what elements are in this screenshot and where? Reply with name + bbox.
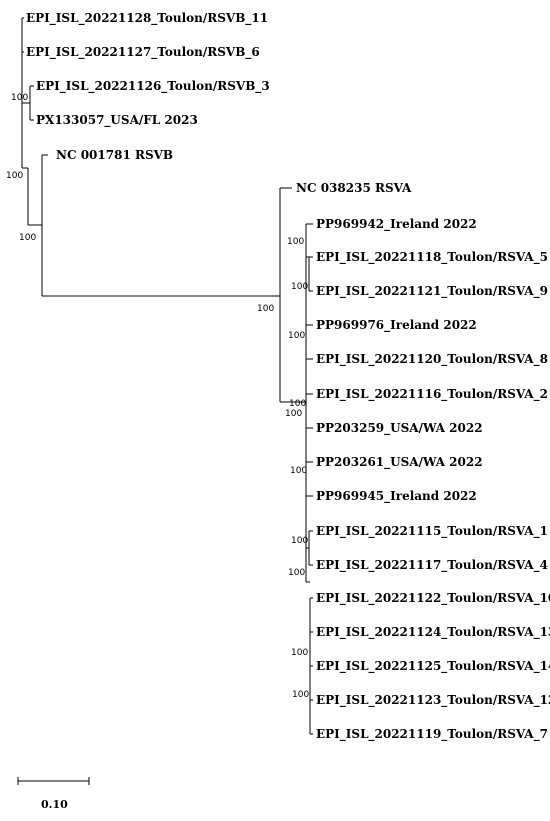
bootstrap-value: 100 xyxy=(288,568,305,578)
scale-bar: 0.10 xyxy=(17,777,90,811)
taxon-label: EPI_ISL_20221121_Toulon/RSVA_9 xyxy=(316,284,548,299)
taxon-label: EPI_ISL_20221128_Toulon/RSVB_11 xyxy=(26,11,268,26)
taxon-label: PP203261_USA/WA 2022 xyxy=(316,455,483,470)
bootstrap-value: 100 xyxy=(11,93,28,103)
taxon-label: PP969942_Ireland 2022 xyxy=(316,217,477,232)
bootstrap-value: 100 xyxy=(6,171,23,181)
taxon-label: EPI_ISL_20221116_Toulon/RSVA_2 xyxy=(316,387,548,402)
tree-branches xyxy=(21,17,313,735)
taxon-label: EPI_ISL_20221127_Toulon/RSVB_6 xyxy=(26,45,260,60)
scale-bar-label: 0.10 xyxy=(41,798,68,811)
taxon-label: EPI_ISL_20221117_Toulon/RSVA_4 xyxy=(316,558,548,573)
taxon-label: PP203259_USA/WA 2022 xyxy=(316,421,483,436)
taxon-label: PP969945_Ireland 2022 xyxy=(316,489,477,504)
taxon-label: EPI_ISL_20221119_Toulon/RSVA_7 xyxy=(316,727,548,742)
taxon-label: PX133057_USA/FL 2023 xyxy=(36,113,198,128)
bootstrap-value: 100 xyxy=(287,237,304,247)
taxon-label: PP969976_Ireland 2022 xyxy=(316,318,477,333)
bootstrap-value: 100 xyxy=(288,331,305,341)
bootstrap-value: 100 xyxy=(19,233,36,243)
taxon-label: NC 038235 RSVA xyxy=(296,181,412,195)
taxon-label: EPI_ISL_20221120_Toulon/RSVA_8 xyxy=(316,352,548,367)
bootstrap-value: 100 xyxy=(289,399,306,409)
bootstrap-value: 100 xyxy=(291,536,308,546)
bootstrap-value: 100 xyxy=(290,466,307,476)
taxon-label: EPI_ISL_20221118_Toulon/RSVA_5 xyxy=(316,250,548,265)
bootstrap-value: 100 xyxy=(291,282,308,292)
bootstrap-value: 100 xyxy=(292,690,309,700)
taxon-label: EPI_ISL_20221115_Toulon/RSVA_1 xyxy=(316,524,548,539)
bootstrap-value: 100 xyxy=(291,648,308,658)
taxon-label: EPI_ISL_20221122_Toulon/RSVA_10 xyxy=(316,591,550,606)
taxon-label: EPI_ISL_20221123_Toulon/RSVA_12 xyxy=(316,693,550,708)
bootstrap-value: 100 xyxy=(257,304,274,314)
leaf-labels: EPI_ISL_20221128_Toulon/RSVB_11 EPI_ISL_… xyxy=(26,11,550,742)
taxon-label: NC 001781 RSVB xyxy=(56,148,173,162)
bootstrap-value: 100 xyxy=(285,409,302,419)
bootstrap-values: 100 100 100 100 100 100 100 100 100 100 … xyxy=(6,93,309,700)
taxon-label: EPI_ISL_20221126_Toulon/RSVB_3 xyxy=(36,79,270,94)
taxon-label: EPI_ISL_20221124_Toulon/RSVA_13 xyxy=(316,625,550,640)
taxon-label: EPI_ISL_20221125_Toulon/RSVA_14 xyxy=(316,659,550,674)
